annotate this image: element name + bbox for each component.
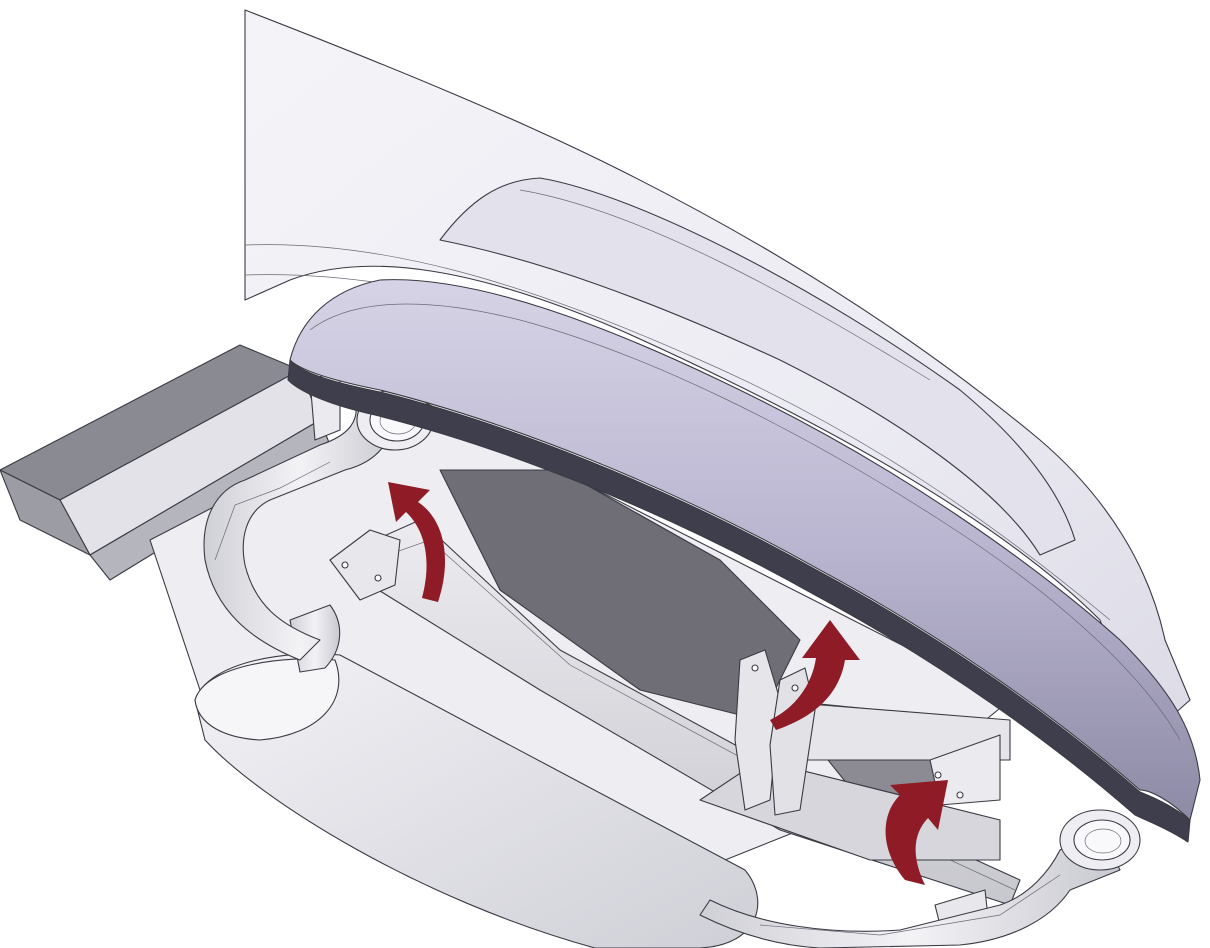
right-exhaust-pipe [699,809,1141,948]
curved-arrow-up-icon [388,482,446,602]
curved-arrow-up-icon [885,780,948,885]
mounting-brackets [309,369,1001,946]
bumper-lip [287,279,1201,843]
curved-arrow-up-icon [770,620,860,730]
